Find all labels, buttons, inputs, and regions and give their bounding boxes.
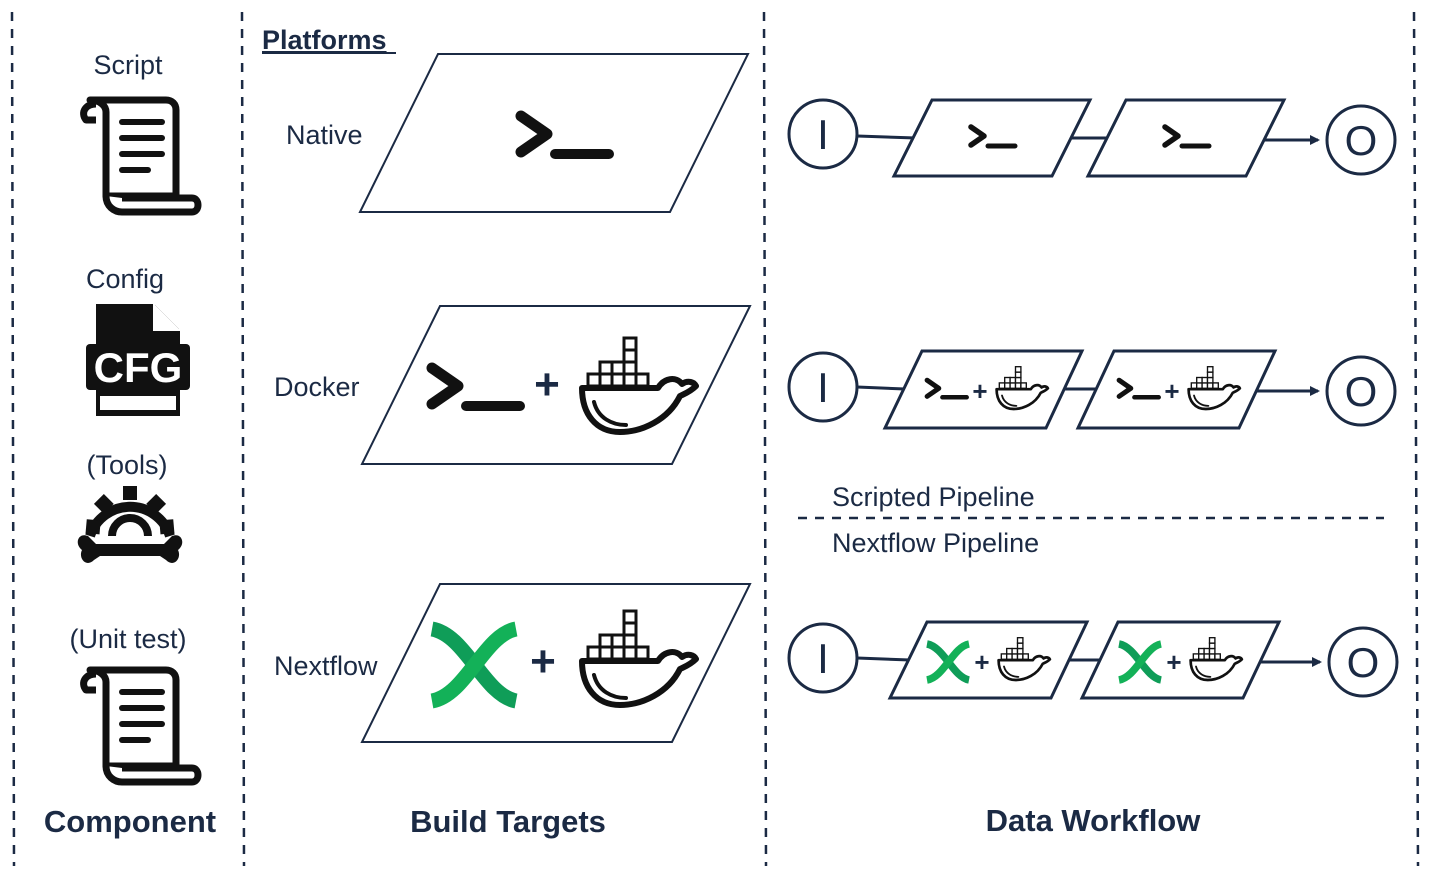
workflow-step bbox=[887, 620, 1090, 700]
output-node-label: O bbox=[1347, 639, 1380, 686]
plus-icon: + bbox=[974, 647, 989, 677]
input-node bbox=[787, 98, 859, 170]
component-label-unit-test: (Unit test) bbox=[69, 624, 186, 654]
plus-icon: + bbox=[972, 376, 987, 406]
build-targets-header: Build Targets bbox=[410, 804, 606, 839]
output-node-label: O bbox=[1345, 368, 1378, 415]
workflow-step bbox=[1085, 98, 1287, 178]
input-node-label: I bbox=[817, 364, 829, 411]
workflow-row-docker: I + + O bbox=[787, 349, 1397, 430]
workflow-step bbox=[1075, 349, 1278, 430]
cfg-file-icon: CFG bbox=[86, 304, 190, 416]
output-node bbox=[1325, 104, 1397, 176]
platform-box-nextflow bbox=[360, 583, 752, 743]
data-workflow-header: Data Workflow bbox=[986, 803, 1202, 838]
platform-label-native: Native bbox=[286, 120, 363, 150]
platform-label-nextflow: Nextflow bbox=[274, 651, 378, 681]
build-targets-column: Platforms Native Docker + Nextflow + Bui… bbox=[262, 25, 752, 839]
component-label-script: Script bbox=[93, 50, 163, 80]
component-label-tools: (Tools) bbox=[86, 450, 167, 480]
workflow-step bbox=[1079, 620, 1282, 700]
script-scroll-icon bbox=[84, 670, 198, 782]
scripted-pipeline-label: Scripted Pipeline bbox=[832, 482, 1035, 512]
svg-text:CFG: CFG bbox=[94, 344, 183, 391]
output-node bbox=[1327, 626, 1399, 698]
data-workflow-column: I O I + + O bbox=[787, 98, 1399, 838]
workflow-row-nextflow: I + + O bbox=[787, 620, 1399, 700]
column-separators bbox=[10, 11, 1420, 867]
workflow-step bbox=[882, 349, 1085, 430]
plus-icon: + bbox=[530, 637, 556, 686]
platform-label-docker: Docker bbox=[274, 372, 360, 402]
component-label-config: Config bbox=[86, 264, 164, 294]
input-node-label: I bbox=[817, 111, 829, 158]
platform-box-native bbox=[358, 53, 750, 213]
nextflow-pipeline-label: Nextflow Pipeline bbox=[832, 528, 1039, 558]
component-header: Component bbox=[44, 804, 216, 839]
platforms-label: Platforms bbox=[262, 25, 387, 55]
component-column: Script Config CFG (Tools) (Unit test) bbox=[44, 50, 216, 839]
output-node bbox=[1325, 355, 1397, 427]
plus-icon: + bbox=[1164, 376, 1179, 406]
gear-wrench-icon bbox=[77, 486, 183, 563]
output-node-label: O bbox=[1345, 117, 1378, 164]
workflow-step bbox=[891, 98, 1093, 178]
workflow-row-native: I O bbox=[787, 98, 1397, 178]
plus-icon: + bbox=[1166, 647, 1181, 677]
plus-icon: + bbox=[534, 360, 560, 409]
script-scroll-icon bbox=[84, 100, 198, 212]
input-node-label: I bbox=[817, 635, 829, 682]
